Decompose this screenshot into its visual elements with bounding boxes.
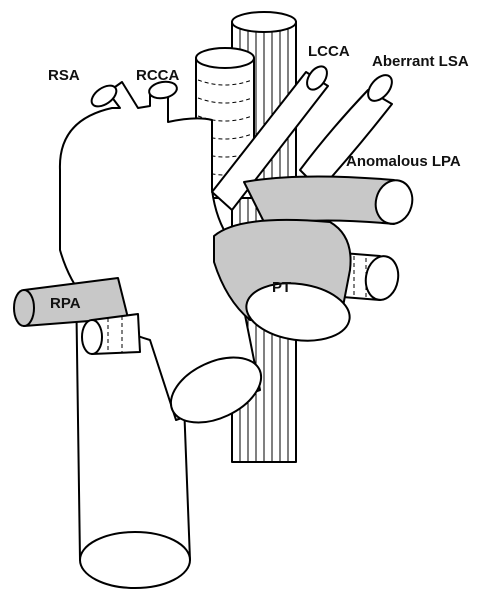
label-anomalous-lpa: Anomalous LPA [346,153,461,170]
label-rsa: RSA [48,67,80,84]
right-pulmonary-branch [82,314,140,354]
label-lcca: LCCA [308,43,350,60]
label-aberrant-lsa: Aberrant LSA [372,53,469,70]
label-pt: PT [272,279,291,296]
label-rpa: RPA [50,295,81,312]
label-rcca: RCCA [136,67,179,84]
